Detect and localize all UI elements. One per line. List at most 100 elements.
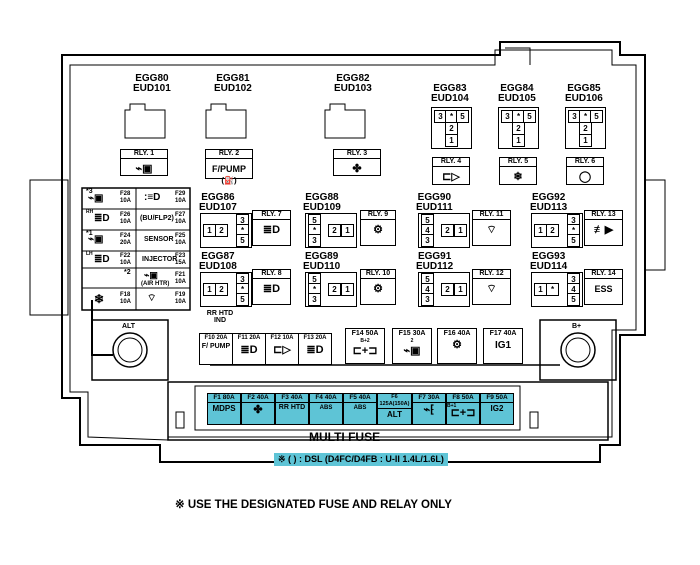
relay-8: RLY. 8≣D [252,269,291,305]
relay-6: RLY. 6◯ [566,157,604,185]
relay-4: RLY. 4⊏▷ [432,157,470,185]
fan-icon: ✤ [253,404,263,416]
engine-check-icon: ⌁▣ [135,163,153,175]
footer-warning: ※ USE THE DESIGNATED FUSE AND RELAY ONLY [175,499,452,511]
headlamp-icon: ≣D [240,344,258,356]
mark-rh: RH [86,209,94,215]
wiper-icon: ⌔ [486,224,497,236]
multi-fuse-f2: F2 40A✤ [241,393,275,425]
engine-check-icon: ⌁▣ [144,270,158,280]
relay-3: RLY. 3✤ [333,149,381,176]
headlamp-icon: ≣D [262,224,281,236]
horn-icon: ⊏▷ [442,171,460,183]
engine-check-icon: ⌁▣ [88,234,104,245]
label-sensor: SENSOR [144,236,174,243]
relay-9: RLY. 9⚙ [360,210,396,246]
wiper-icon: ⌔ [486,283,497,295]
rr-htd-ind-label: RR HTD IND [206,310,234,324]
ac-compressor-icon: ❄ [94,292,105,306]
terminal-alt-label: ALT [122,323,136,330]
headlamp-icon: ≣D [262,283,281,295]
engine-check-icon: ⌁▣ [88,193,104,204]
headlamp-icon: ≣D [94,213,110,224]
relay-12: RLY. 12⌔ [472,269,511,305]
relay-10: RLY. 10⚙ [360,269,396,305]
ac-compressor-icon: ❄ [513,171,523,183]
fan-icon: ✤ [352,163,362,175]
mark-2: *2 [124,269,131,276]
parking-lamp-icon: :≡D [144,192,161,203]
terminal-bplus-label: B+ [572,323,582,330]
multi-fuse-f7: F7 30A⌁⁅ [412,393,446,425]
relay-11: RLY. 11⌔ [472,210,511,246]
headlamp-icon: ≣D [306,344,324,356]
cooling-fan-icon: ⚙ [373,283,383,295]
multi-fuse-f6: F6 125A(150A)ALT [377,393,412,425]
fog-lamp-icon: ≢▶ [593,224,614,236]
mark-lh: LH [86,251,93,257]
battery-icon: ⊏+⊐ [352,345,378,357]
mark-1: *1 [86,230,93,237]
relay-1: RLY. 1⌁▣ [120,149,168,176]
label-bu-flp2: (BU/FLP2) [140,215,174,222]
cooling-fan-icon: ⚙ [373,224,383,236]
relay-5: RLY. 5❄ [499,157,537,185]
fuse-f16: F16 40A⚙ [437,328,477,364]
cooling-fan-icon: ⚙ [452,339,462,351]
fuse-f12: F12 10A⊏▷ [265,333,299,365]
diesel-note: ※ ( ) : DSL (D4FC/D4FB : U-II 1.4L/1.6L) [274,453,448,466]
relay-7: RLY. 7≣D [252,210,291,246]
battery-icon: ⊏+⊐ [450,407,476,419]
engine-check-icon: ⌁▣ [403,345,421,357]
fuel-pump-icon: (⛽) [221,176,237,185]
circle-icon: ◯ [578,171,592,183]
fuse-f11: F11 20A≣D [232,333,266,365]
mark-3: *3 [86,188,93,195]
label-injector: INJECTOR [142,256,178,263]
relay-13: RLY. 13≢▶ [584,210,623,246]
multi-fuse-title: MULTI FUSE [309,430,381,444]
headlamp-icon: ≣D [94,254,110,265]
label-air-htr: (AIR HTR) [141,281,170,287]
